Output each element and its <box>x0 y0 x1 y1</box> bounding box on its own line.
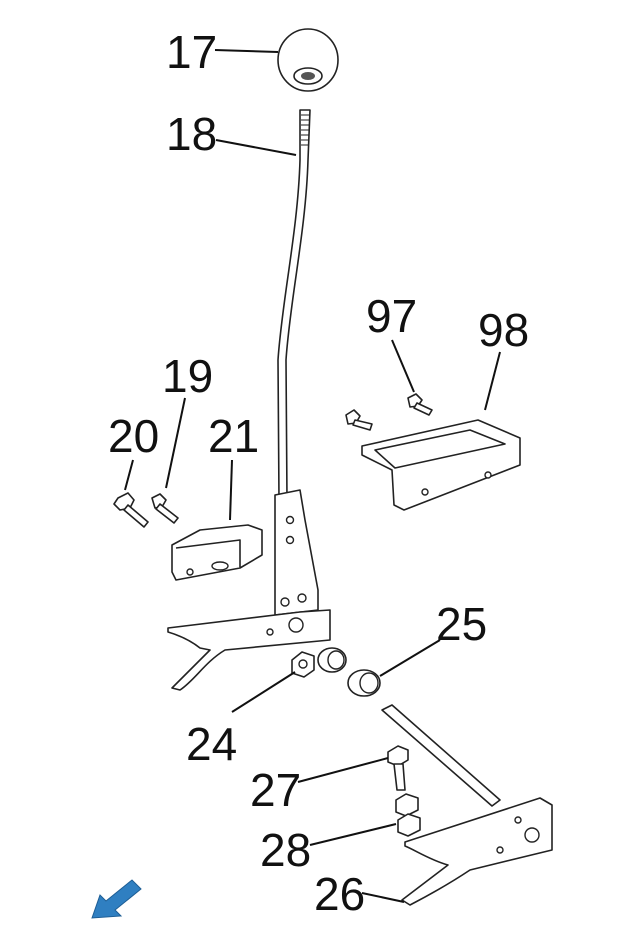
part-24-nut <box>291 651 315 678</box>
callout-24: 24 <box>186 718 237 770</box>
part-19-bolt <box>151 493 179 524</box>
callout-97: 97 <box>366 290 417 342</box>
callout-19: 19 <box>162 350 213 402</box>
part-18-shift-lever <box>167 109 331 691</box>
callout-18: 18 <box>166 108 217 160</box>
part-97-bolts <box>345 393 433 431</box>
callout-27: 27 <box>250 764 301 816</box>
part-26-fork-shaft <box>381 704 553 906</box>
callout-98: 98 <box>478 304 529 356</box>
callout-17: 17 <box>166 26 217 78</box>
leader-lines <box>124 49 501 903</box>
part-28-nuts <box>395 793 421 837</box>
arrow-down-left-icon[interactable] <box>91 879 142 919</box>
callout-28: 28 <box>260 824 311 876</box>
part-25-bushings <box>317 647 381 697</box>
callout-25: 25 <box>436 598 487 650</box>
callout-20: 20 <box>108 410 159 462</box>
part-27-bolt <box>387 745 409 791</box>
part-98-plate <box>361 419 521 511</box>
part-17-knob <box>277 28 339 92</box>
part-20-bolt <box>113 492 149 528</box>
callout-21: 21 <box>208 410 259 462</box>
callout-26: 26 <box>314 868 365 920</box>
part-21-bracket <box>171 524 263 581</box>
